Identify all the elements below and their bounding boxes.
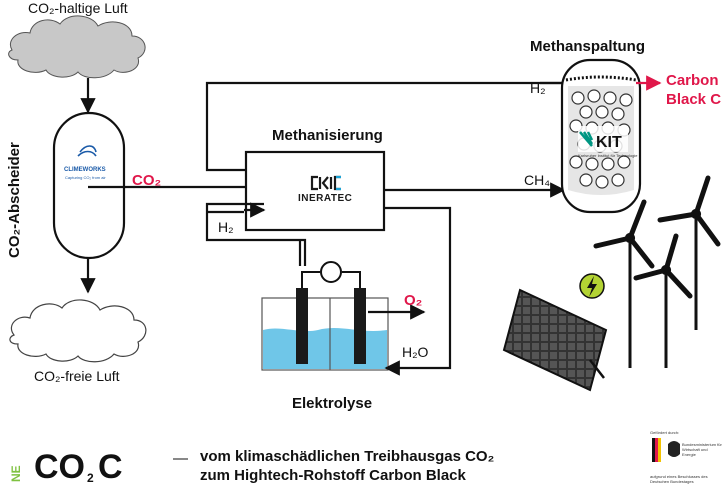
h2-top-label: H₂: [530, 80, 546, 96]
clean-cloud-icon: [9, 299, 147, 363]
h2-line: [205, 202, 307, 266]
power-source-icon: [320, 261, 342, 283]
solar-panel-icon: [502, 288, 608, 392]
co2-label: CO₂: [132, 172, 162, 189]
bmwi-text-1: Gefördert durch:: [650, 430, 680, 435]
electrolysis-cell: [261, 261, 389, 371]
electrolysis-label: Elektrolyse: [292, 395, 373, 412]
carbon-label-line1: Carbon: [666, 72, 719, 89]
o2-label: O₂: [404, 292, 423, 309]
cathode-electrode: [354, 288, 366, 364]
air-out-label: CO₂-freie Luft: [34, 368, 120, 384]
svg-text:KIT: KIT: [596, 134, 622, 151]
svg-text:2: 2: [87, 471, 94, 485]
svg-text:CO: CO: [34, 448, 85, 486]
ineratec-logo: [310, 175, 341, 191]
bmwi-text-3: aufgrund eines Beschlusses des Deutschen…: [650, 474, 708, 484]
bmwi-text-2: Bundesministerium für Wirtschaft und Ene…: [682, 442, 722, 457]
ch4-label: CH₄: [524, 172, 550, 188]
bmwi-logo: [652, 438, 680, 462]
tagline-line2: zum Hightech-Rohstoff Carbon Black: [200, 467, 466, 484]
h2-left-label: H₂: [218, 219, 234, 235]
carbon-label-line2: Black C: [666, 91, 722, 108]
wind-turbine-icon: [593, 199, 655, 368]
separator-label: CO₂-Abscheider: [6, 142, 23, 258]
tagline-dash: —: [173, 450, 188, 467]
wind-turbine-icon: [657, 175, 721, 330]
co2-separator-column: [52, 111, 126, 260]
h2-recycle-arrow: [205, 81, 566, 178]
climeworks-tagline: Capturing CO₂ from air: [65, 175, 106, 180]
ineratec-text: INERATEC: [298, 193, 353, 204]
methanisation-reactor: [244, 150, 386, 232]
methanisation-label: Methanisierung: [272, 127, 383, 144]
h2o-label: H₂O: [402, 344, 429, 360]
splitting-reactor: KIT: [560, 58, 642, 214]
lightning-icon: [579, 273, 605, 299]
splitting-label: Methanspaltung: [530, 38, 645, 55]
anode-electrode: [296, 288, 308, 364]
germany-eagle-icon: [668, 441, 680, 457]
air-in-label: CO₂-haltige Luft: [28, 0, 128, 16]
svg-text:NE: NE: [9, 465, 23, 482]
wind-turbine-icon: [633, 233, 693, 368]
kit-logo: KIT: [578, 126, 628, 152]
tagline-line1: vom klimaschädlichen Treibhausgas CO₂: [200, 448, 495, 465]
climeworks-logo: [77, 145, 97, 157]
cloud-icon: [8, 15, 146, 79]
climeworks-text: CLIMEWORKS: [64, 167, 106, 173]
svg-text:C: C: [98, 448, 123, 486]
necoc-logo: NE CO 2 C: [9, 448, 123, 486]
water-recycle-arrow: [384, 206, 452, 376]
kit-tagline: Karlsruher Institut für Technologie: [578, 153, 638, 158]
